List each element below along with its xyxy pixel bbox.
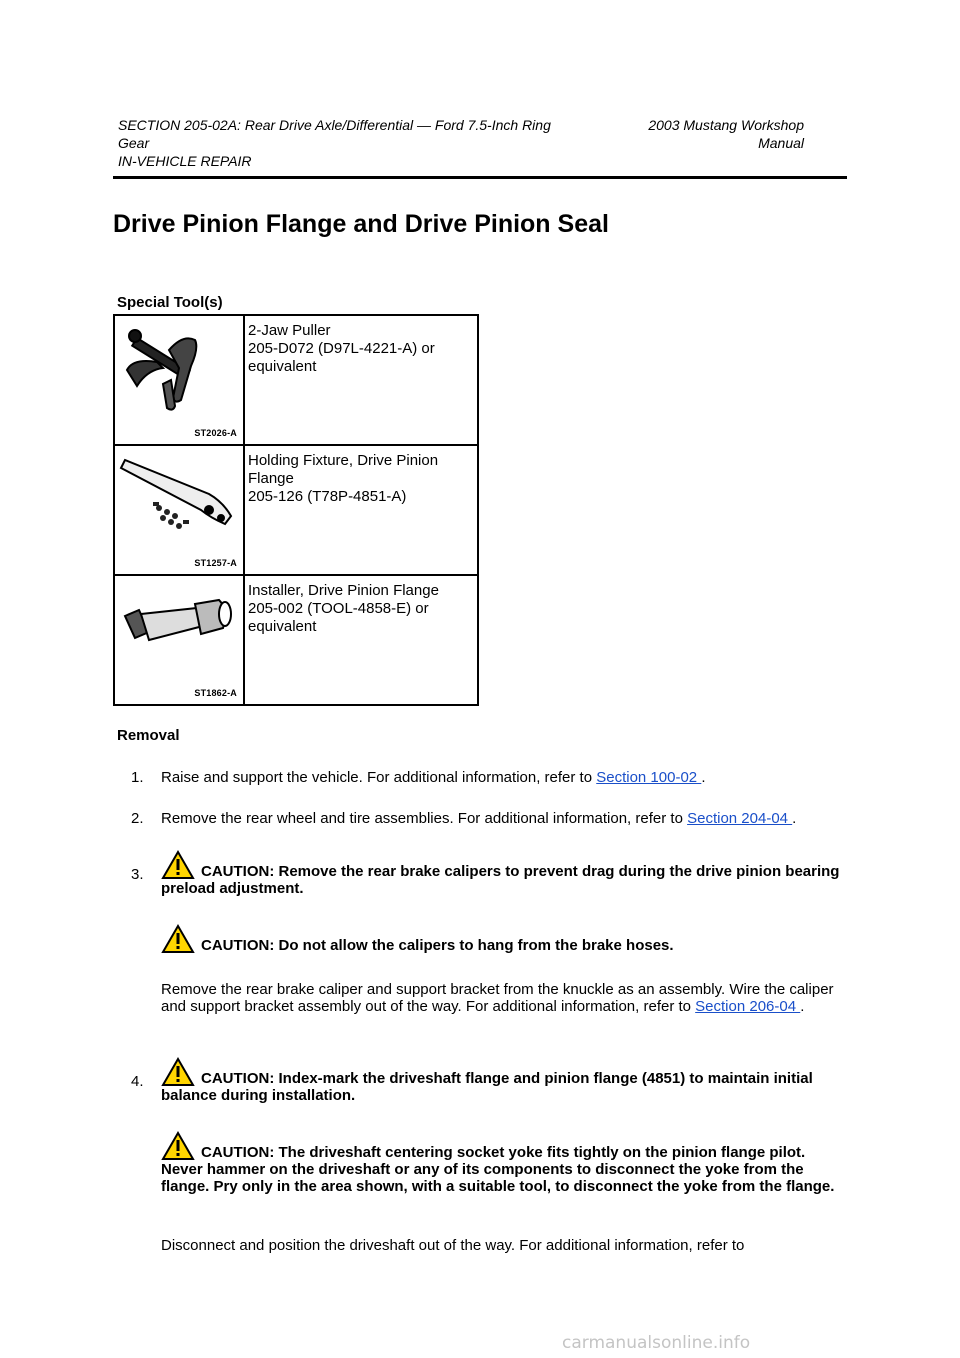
warning-icon xyxy=(161,1131,195,1160)
step-4-caution-2: CAUTION: The driveshaft centering socket… xyxy=(161,1131,851,1195)
step-text: Raise and support the vehicle. For addit… xyxy=(161,769,855,786)
step-text-body: Remove the rear brake caliper and suppor… xyxy=(161,981,834,1015)
section-206-04-link[interactable]: Section 206-04 xyxy=(695,998,801,1015)
tool-row: ST2026-A 2-Jaw Puller 205-D072 (D97L-422… xyxy=(113,314,479,446)
header-divider xyxy=(113,176,847,179)
tool-name-cont: Flange xyxy=(248,470,294,487)
tool-name: Holding Fixture, Drive Pinion xyxy=(248,452,439,469)
tool-description: Installer, Drive Pinion Flange 205-002 (… xyxy=(243,574,479,706)
header-manual-title: 2003 Mustang Workshop Manual xyxy=(600,116,804,152)
tool-name: 2-Jaw Puller xyxy=(248,322,331,339)
holding-fixture-icon xyxy=(119,458,233,529)
tool-description: 2-Jaw Puller 205-D072 (D97L-4221-A) or e… xyxy=(243,314,479,446)
step-3-caution-1: CAUTION: Remove the rear brake calipers … xyxy=(161,850,851,897)
header-section-title: SECTION 205-02A: Rear Drive Axle/Differe… xyxy=(118,116,598,170)
tool-code: ST1862-A xyxy=(194,688,237,698)
page-title: Drive Pinion Flange and Drive Pinion Sea… xyxy=(113,210,609,238)
step-number: 3. xyxy=(131,866,144,883)
warning-icon xyxy=(161,850,195,879)
tool-number: 205-D072 (D97L-4221-A) or xyxy=(248,340,435,357)
tool-number: 205-002 (TOOL-4858-E) or xyxy=(248,600,429,617)
caution-text: CAUTION: Do not allow the calipers to ha… xyxy=(201,937,674,954)
section-line-3: IN-VEHICLE REPAIR xyxy=(118,153,252,169)
step-3-instruction: Remove the rear brake caliper and suppor… xyxy=(161,981,855,1015)
step-text-end: . xyxy=(701,769,706,786)
tool-image-cell: ST1862-A xyxy=(113,574,245,706)
section-line-1: SECTION 205-02A: Rear Drive Axle/Differe… xyxy=(118,117,551,133)
warning-icon xyxy=(161,1057,195,1086)
step-number: 2. xyxy=(131,810,144,827)
tool-code: ST1257-A xyxy=(194,558,237,568)
removal-heading: Removal xyxy=(117,727,180,744)
manual-line-1: 2003 Mustang Workshop xyxy=(648,117,804,133)
tool-row: ST1257-A Holding Fixture, Drive Pinion F… xyxy=(113,444,479,576)
tool-code: ST2026-A xyxy=(194,428,237,438)
section-line-2: Gear xyxy=(118,135,150,151)
step-number: 4. xyxy=(131,1073,144,1090)
warning-icon xyxy=(161,924,195,953)
tool-description: Holding Fixture, Drive Pinion Flange 205… xyxy=(243,444,479,576)
tool-number: 205-126 (T78P-4851-A) xyxy=(248,488,407,505)
caution-text: CAUTION: Remove the rear brake calipers … xyxy=(161,863,840,897)
caution-text: CAUTION: The driveshaft centering socket… xyxy=(161,1144,835,1195)
step-text: Remove the rear wheel and tire assemblie… xyxy=(161,810,855,827)
manual-line-2: Manual xyxy=(758,135,804,151)
watermark: carmanualsonline.info xyxy=(562,1333,751,1353)
tool-image-cell: ST1257-A xyxy=(113,444,245,576)
tool-note: equivalent xyxy=(248,618,317,635)
step-number: 1. xyxy=(131,769,144,786)
tool-row: ST1862-A Installer, Drive Pinion Flange … xyxy=(113,574,479,706)
step-text-end: . xyxy=(800,998,805,1015)
tool-image-cell: ST2026-A xyxy=(113,314,245,446)
tool-name: Installer, Drive Pinion Flange xyxy=(248,582,439,599)
step-text-body: Remove the rear wheel and tire assemblie… xyxy=(161,810,688,827)
step-text-end: . xyxy=(792,810,797,827)
step-4-caution-1: CAUTION: Index-mark the driveshaft flang… xyxy=(161,1057,851,1104)
puller-icon xyxy=(125,329,198,411)
installer-icon xyxy=(123,598,232,642)
step-3-caution-2: CAUTION: Do not allow the calipers to ha… xyxy=(161,924,851,954)
section-204-04-link[interactable]: Section 204-04 xyxy=(687,810,793,827)
special-tools-table: ST2026-A 2-Jaw Puller 205-D072 (D97L-422… xyxy=(113,314,479,706)
caution-text: CAUTION: Index-mark the driveshaft flang… xyxy=(161,1070,813,1104)
step-4-instruction: Disconnect and position the driveshaft o… xyxy=(161,1237,745,1254)
special-tools-label: Special Tool(s) xyxy=(117,294,223,311)
tool-note: equivalent xyxy=(248,358,317,375)
step-text-body: Raise and support the vehicle. For addit… xyxy=(161,769,597,786)
section-100-02-link[interactable]: Section 100-02 xyxy=(596,769,702,786)
